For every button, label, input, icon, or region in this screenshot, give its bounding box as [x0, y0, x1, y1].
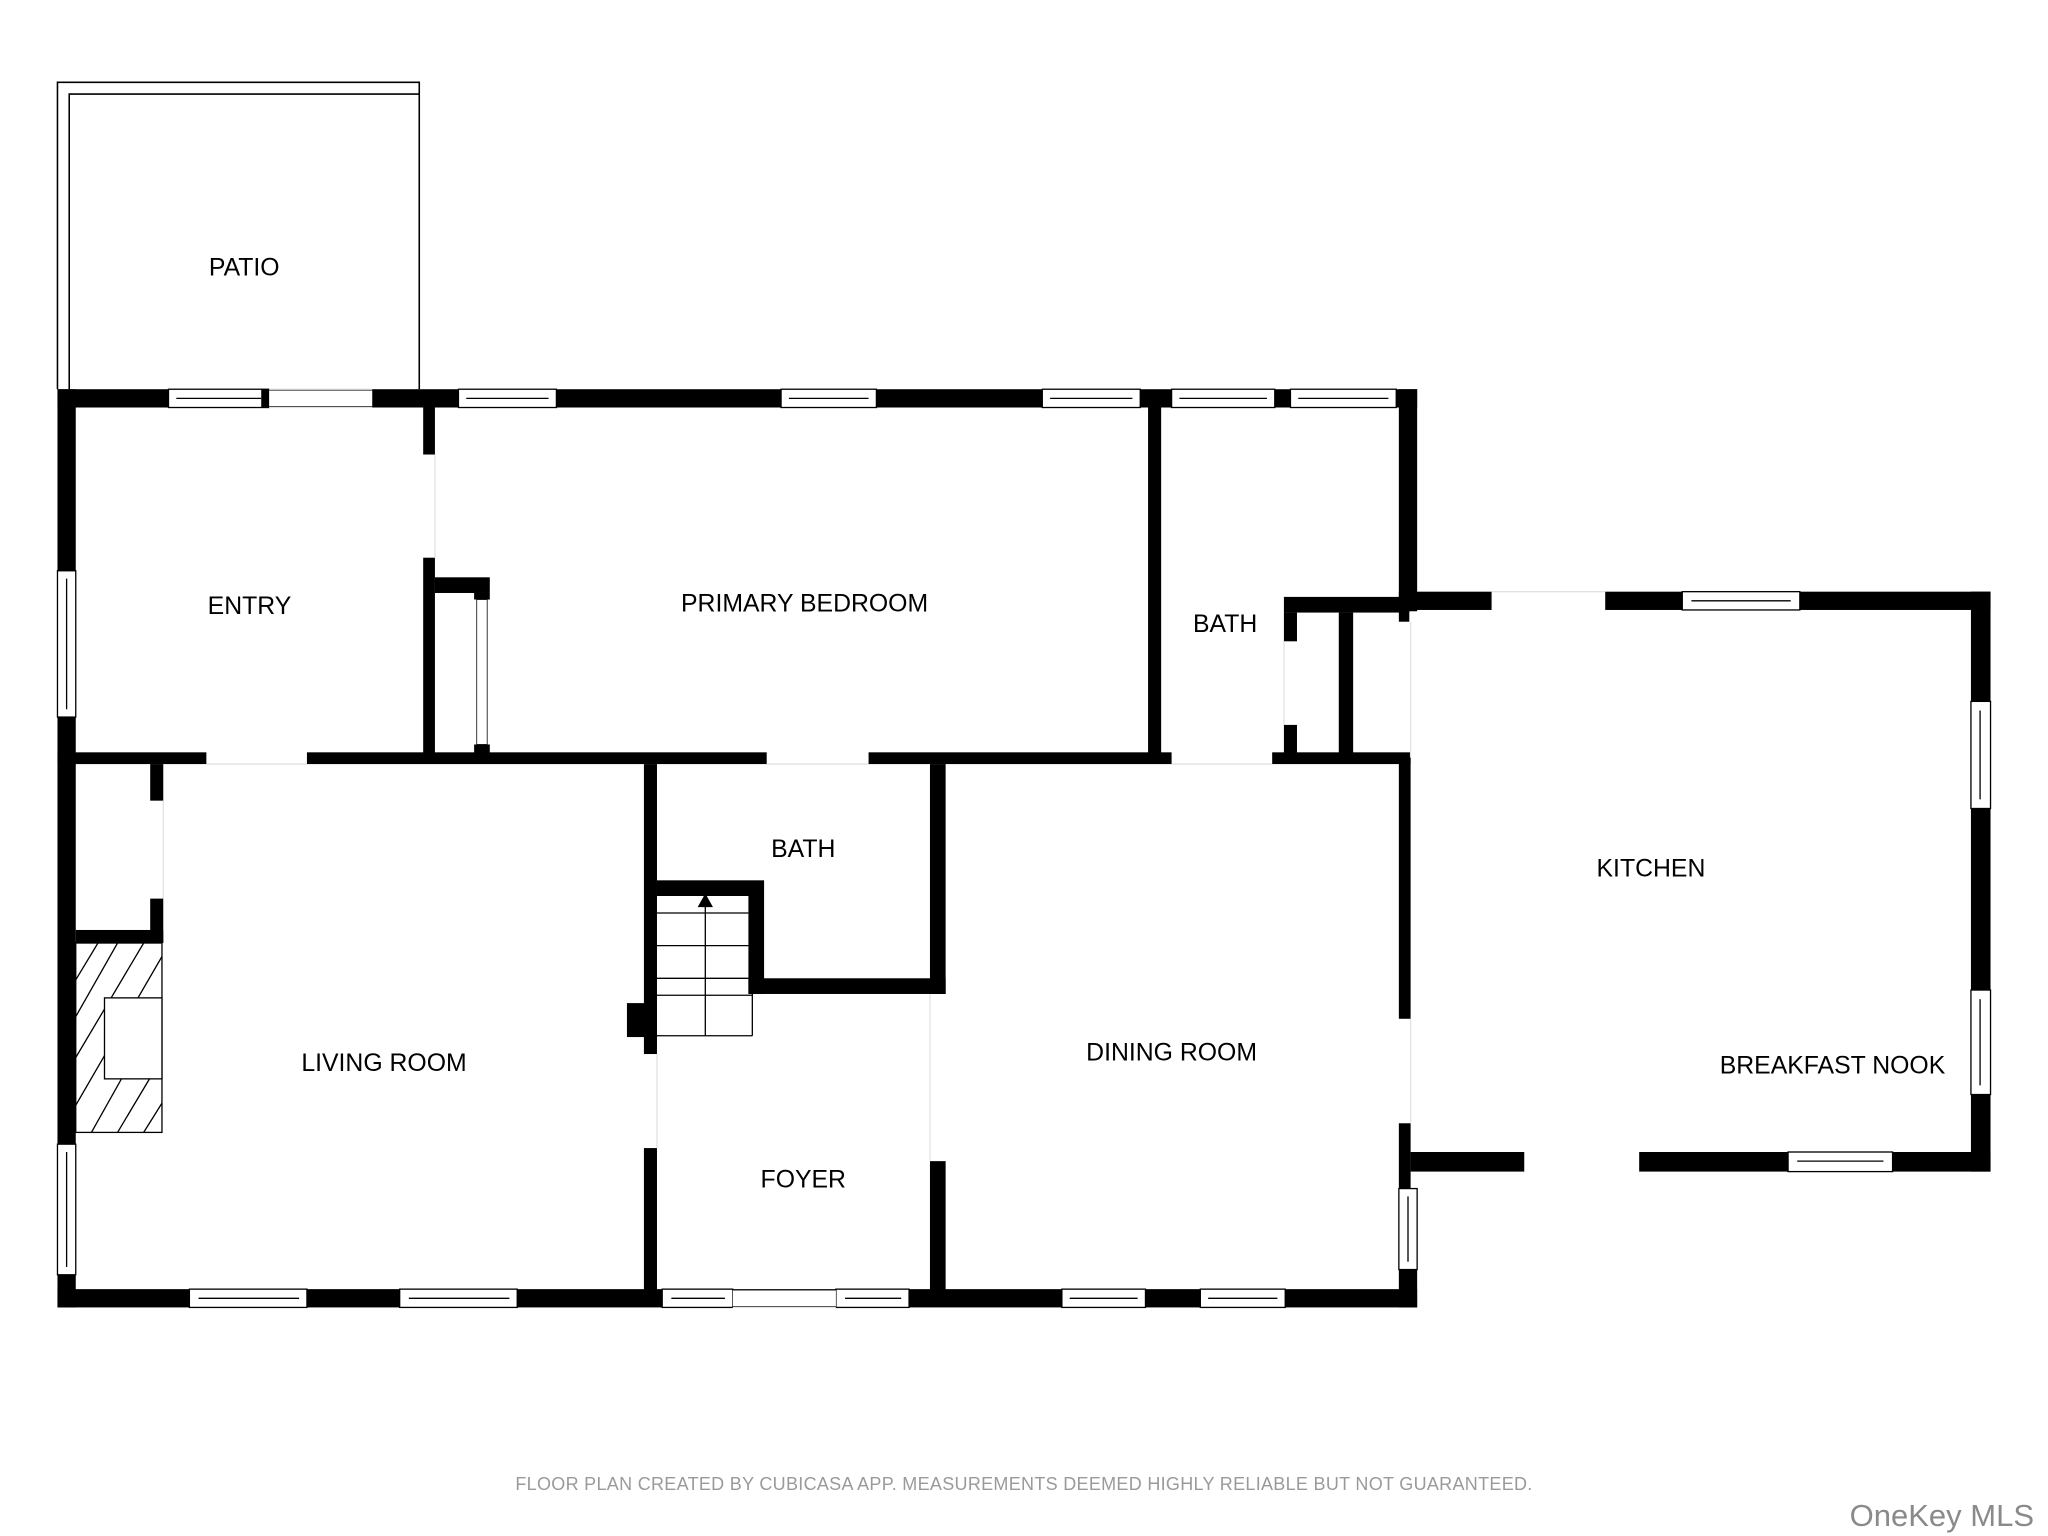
patio-outline [56, 81, 421, 390]
room-label-patio: PATIO [209, 255, 280, 282]
room-label-breakfast-nook: BREAKFAST NOOK [1720, 1053, 1946, 1080]
room-label-bath-center: BATH [771, 836, 835, 863]
room-label-bath-upper: BATH [1193, 611, 1257, 638]
walls [57, 389, 1991, 1308]
brand-watermark: OneKey MLS [1849, 1498, 2034, 1533]
fireplace-icon [75, 942, 163, 1134]
room-label-entry: ENTRY [208, 593, 292, 620]
front-door-opening [732, 1290, 836, 1307]
doorways [162, 388, 1606, 1309]
stairs-icon [656, 893, 753, 1037]
closet-door [476, 599, 488, 745]
room-labels: PATIO ENTRY PRIMARY BEDROOM BATH BATH KI… [208, 255, 1946, 1194]
disclaimer-text: FLOOR PLAN CREATED BY CUBICASA APP. MEAS… [515, 1474, 1533, 1494]
room-label-kitchen: KITCHEN [1597, 855, 1706, 882]
room-label-foyer: FOYER [761, 1166, 846, 1193]
patio-door-opening [269, 390, 373, 407]
room-label-dining-room: DINING ROOM [1086, 1040, 1257, 1067]
room-label-living-room: LIVING ROOM [301, 1050, 466, 1077]
windows [56, 388, 1992, 1309]
room-label-primary-bedroom: PRIMARY BEDROOM [681, 590, 928, 617]
